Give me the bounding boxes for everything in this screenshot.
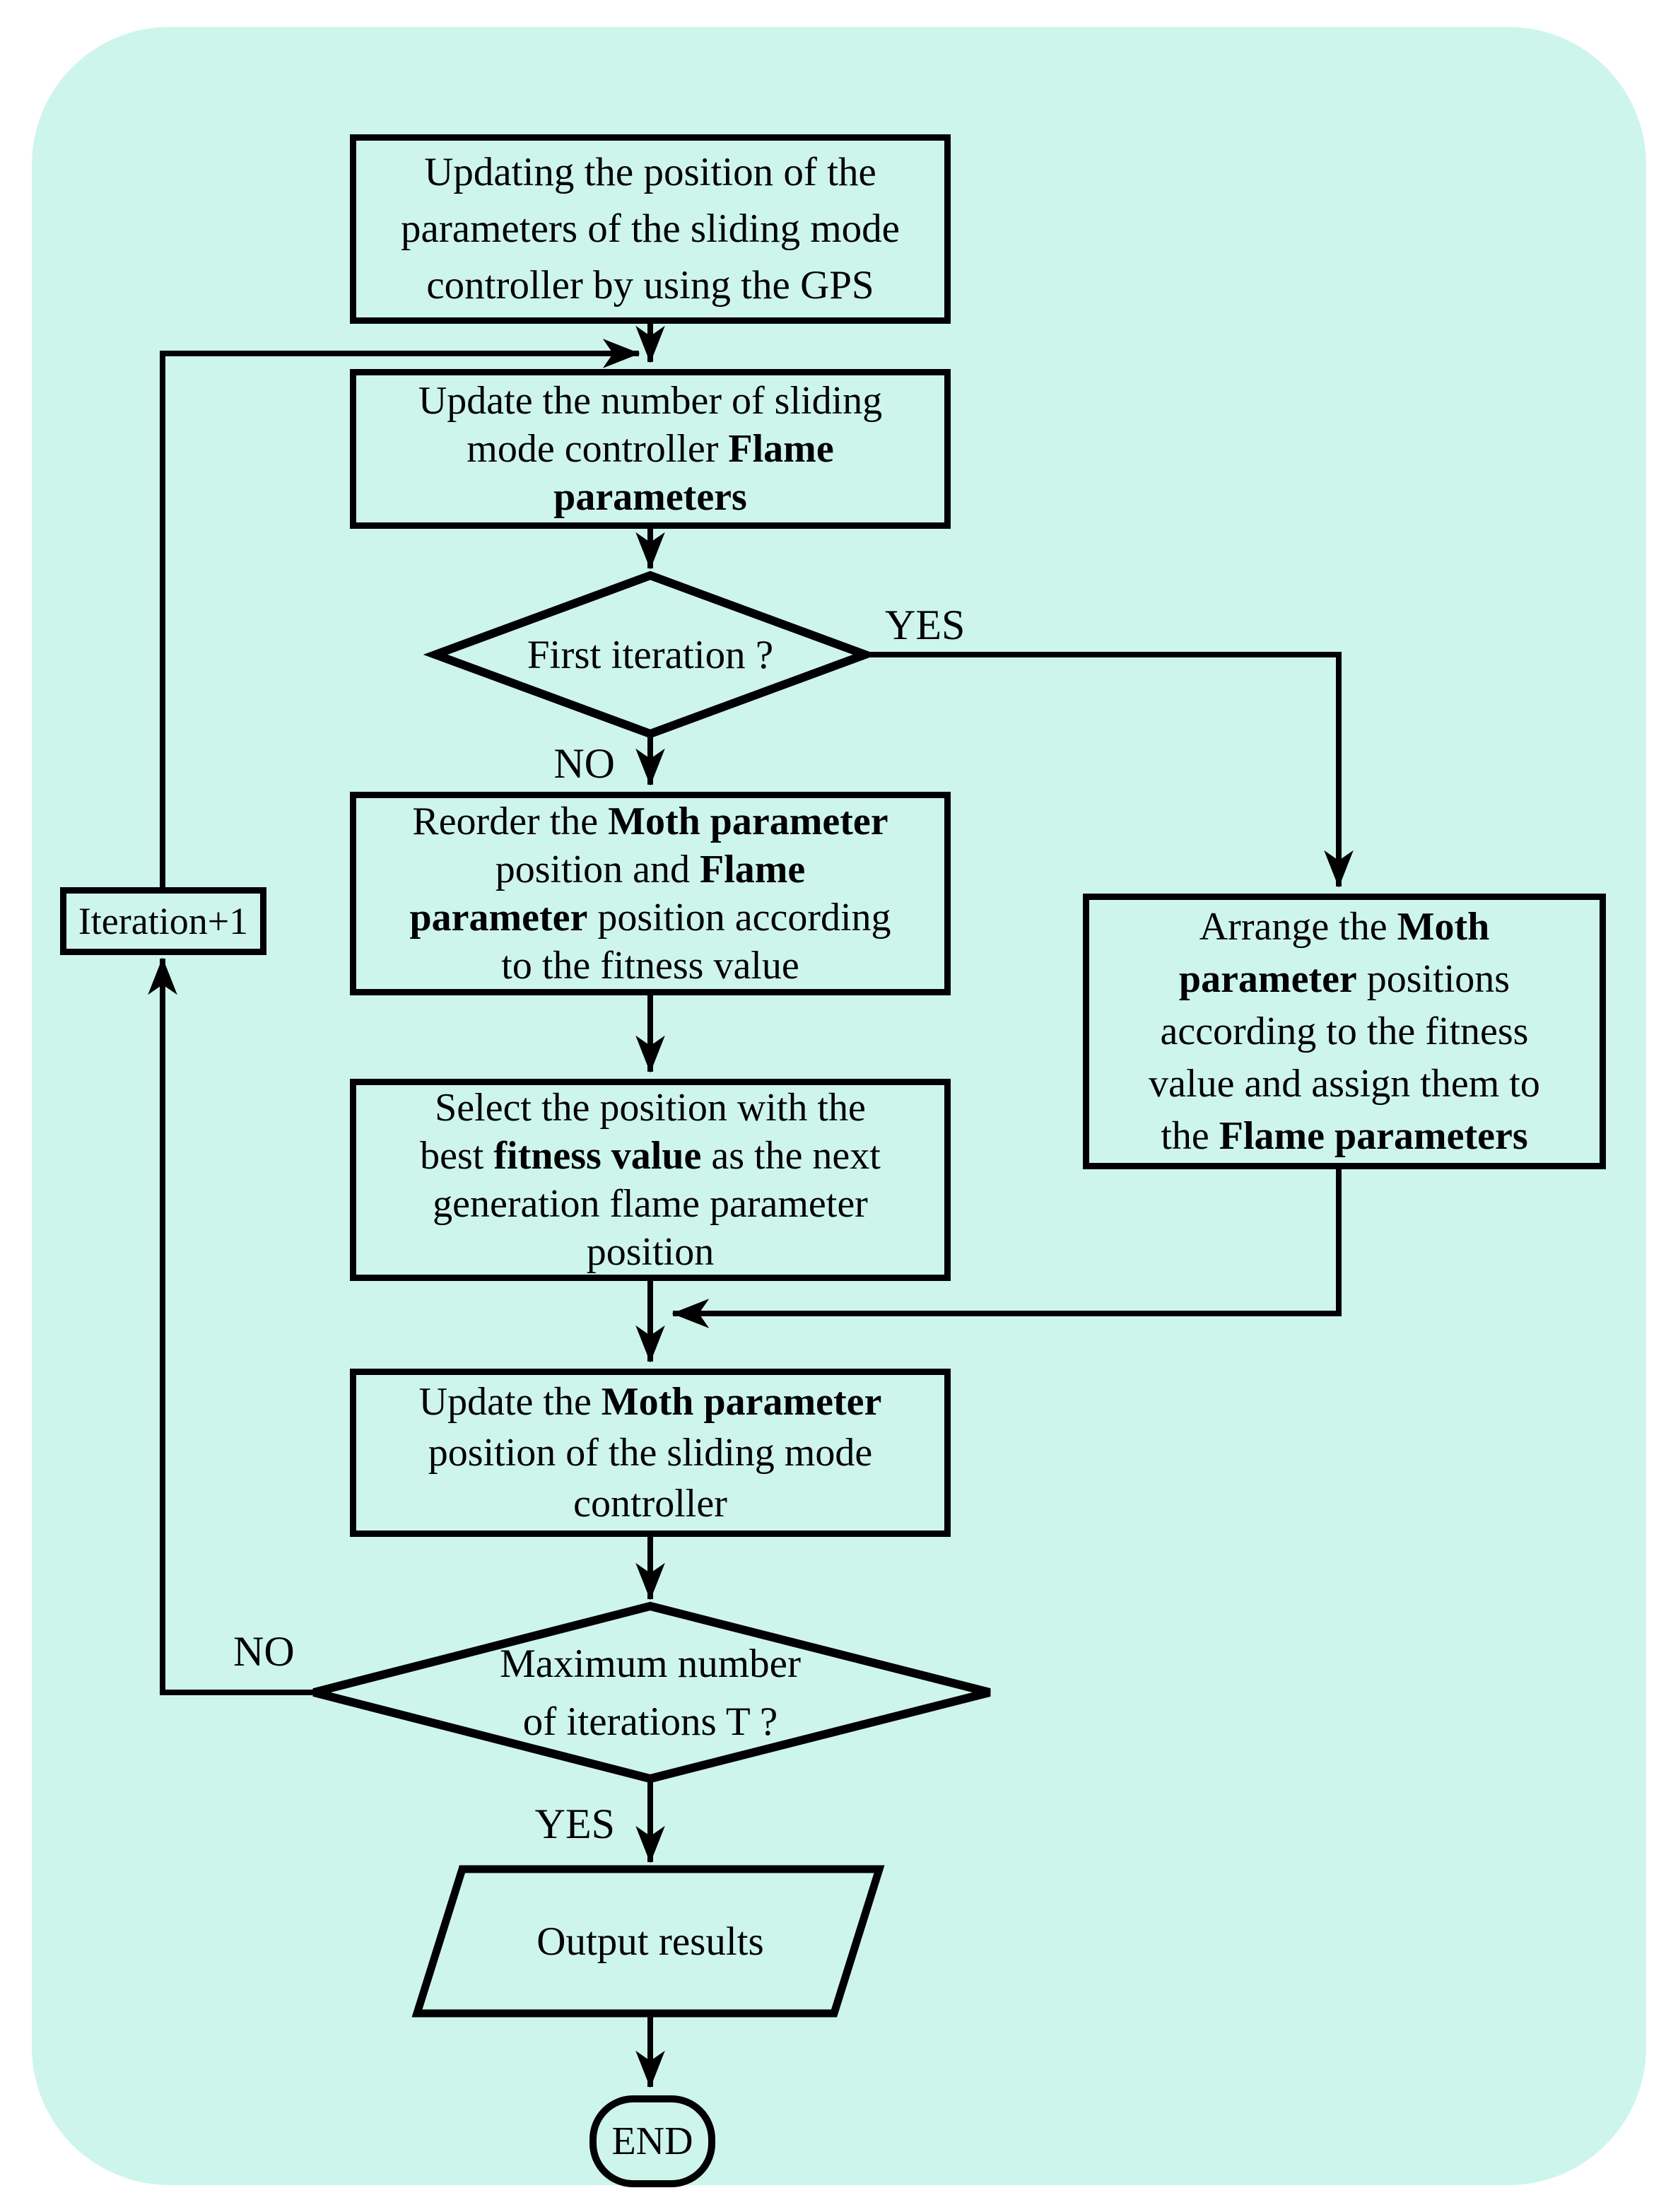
arrow-arrange-to-merge-junction — [671, 1169, 1342, 1328]
process-box-gps-update: Updating the position of the parameters o… — [350, 134, 951, 324]
text-line: position of the sliding mode — [428, 1431, 873, 1475]
max-diamond-yes-label: YES — [534, 1801, 615, 1847]
text-line: position and Flame — [495, 848, 806, 891]
text-line: Update the Moth parameter — [418, 1380, 882, 1424]
iteration-increment-label: Iteration+1 — [78, 900, 249, 942]
text-line: position — [586, 1230, 715, 1274]
text-line: parameters of the sliding mode — [401, 206, 900, 251]
process-box-update-moth: Update the Moth parameter position of the… — [350, 1369, 951, 1537]
text-line: Updating the position of the — [424, 150, 876, 194]
process-box-arrange-moth: Arrange the Moth parameter positions accor… — [1083, 894, 1606, 1169]
first-iteration-diamond-shape — [423, 570, 878, 739]
text-line: Maximum number — [500, 1642, 801, 1686]
process-box-reorder-moth-flame: Reorder the Moth parameter position and F… — [350, 792, 951, 995]
end-terminal: END — [589, 2095, 715, 2187]
text-line: parameter positions — [1178, 957, 1510, 1001]
text-line: mode controller Flame — [467, 427, 834, 471]
text-line: to the fitness value — [501, 944, 799, 988]
text-line: value and assign them to — [1149, 1062, 1540, 1106]
text-line: Arrange the Moth — [1199, 905, 1490, 949]
text-line: according to the fitness — [1160, 1010, 1529, 1053]
first-diamond-yes-label: YES — [885, 602, 966, 648]
output-parallelogram-shape — [411, 1865, 885, 2018]
max-iterations-diamond-text: Maximum number of iterations T ? — [332, 1634, 968, 1752]
first-iteration-diamond-text: First iteration ? — [438, 625, 862, 686]
text-line: Reorder the Moth parameter — [412, 800, 888, 843]
text-line: parameter position according — [409, 896, 891, 940]
text-line: controller by using the GPS — [426, 263, 874, 308]
text-line: Output results — [536, 1919, 764, 1964]
text-line: of iterations T ? — [522, 1699, 778, 1744]
output-results-text: Output results — [438, 1917, 862, 1967]
max-iterations-diamond-shape — [312, 1601, 991, 1784]
text-line: parameters — [553, 475, 747, 519]
text-line: controller — [573, 1482, 727, 1526]
arrow-max-diamond-no-to-iteration — [148, 957, 314, 1695]
process-box-iteration-increment: Iteration+1 — [60, 887, 266, 955]
text-line: First iteration ? — [527, 633, 774, 677]
arrow-first-diamond-yes-to-arrange — [865, 652, 1354, 888]
background-panel — [32, 27, 1646, 2185]
text-line: Select the position with the — [435, 1086, 866, 1130]
text-line: generation flame parameter — [433, 1182, 868, 1226]
arrow-iteration-feedback-to-junction — [160, 339, 640, 887]
text-line: best fitness value as the next — [420, 1134, 881, 1178]
text-line: the Flame parameters — [1161, 1114, 1528, 1158]
text-line: Update the number of sliding — [418, 379, 883, 423]
max-diamond-no-label: NO — [233, 1628, 295, 1675]
first-diamond-no-label: NO — [553, 740, 615, 787]
end-label: END — [611, 2119, 693, 2163]
